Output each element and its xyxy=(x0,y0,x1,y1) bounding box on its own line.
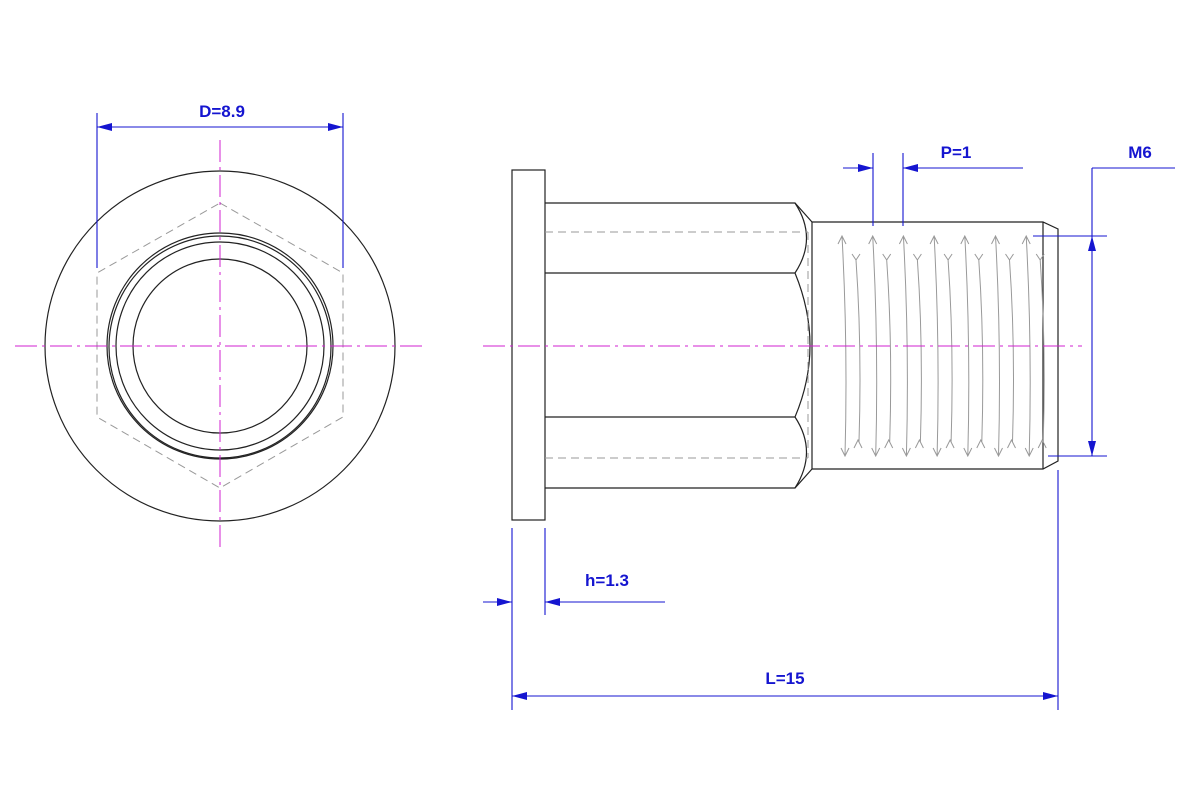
dimension-h: h=1.3 xyxy=(483,528,665,615)
dimension-p: P=1 xyxy=(843,143,1023,226)
front-view xyxy=(15,140,425,550)
thread-crest xyxy=(929,234,955,458)
hidden-bore xyxy=(545,231,809,459)
dimension-l-label: L=15 xyxy=(765,669,804,688)
dimension-l: L=15 xyxy=(511,470,1059,710)
hex-chamfer-arcs xyxy=(794,202,811,489)
dimension-d: D=8.9 xyxy=(96,102,344,268)
dimension-m-label: M6 xyxy=(1128,143,1152,162)
thread-crest xyxy=(991,234,1016,458)
dimension-m: M6 xyxy=(1033,143,1175,457)
side-view xyxy=(483,169,1082,521)
dimension-p-label: P=1 xyxy=(941,143,972,162)
thread-crest xyxy=(960,234,986,458)
dimension-h-label: h=1.3 xyxy=(585,571,629,590)
flange xyxy=(511,169,546,521)
dimension-d-label: D=8.9 xyxy=(199,102,245,121)
